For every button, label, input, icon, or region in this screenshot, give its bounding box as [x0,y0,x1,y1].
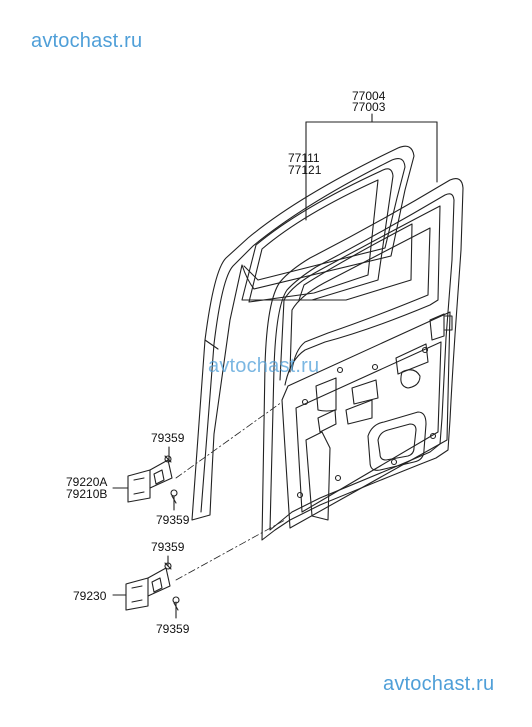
part-number-79359-upper-b: 79359 [156,513,190,527]
part-number-79210b: 79210B [66,487,108,501]
part-number-77004: 77004 [352,89,386,103]
watermark-middle: avtochast.ru [208,355,320,377]
part-number-77111: 77111 [288,151,320,165]
lower-hinge [125,562,180,611]
watermark-top: avtochast.ru [31,30,143,52]
glass-run-weatherstrip [191,145,415,521]
watermark-bottom: avtochast.ru [383,673,495,695]
part-number-77121: 77121 [288,163,322,177]
part-number-79359-lower-b: 79359 [156,622,190,636]
part-number-79220a: 79220A [66,475,108,489]
leader-lines [112,113,438,619]
door-panel-frame [261,178,464,541]
part-number-79359-upper-a: 79359 [151,431,185,445]
center-lines [175,401,286,581]
part-number-77003: 77003 [352,100,386,114]
part-number-79359-lower-a: 79359 [151,540,185,554]
upper-hinge [127,455,178,504]
part-number-79230: 79230 [73,589,107,603]
